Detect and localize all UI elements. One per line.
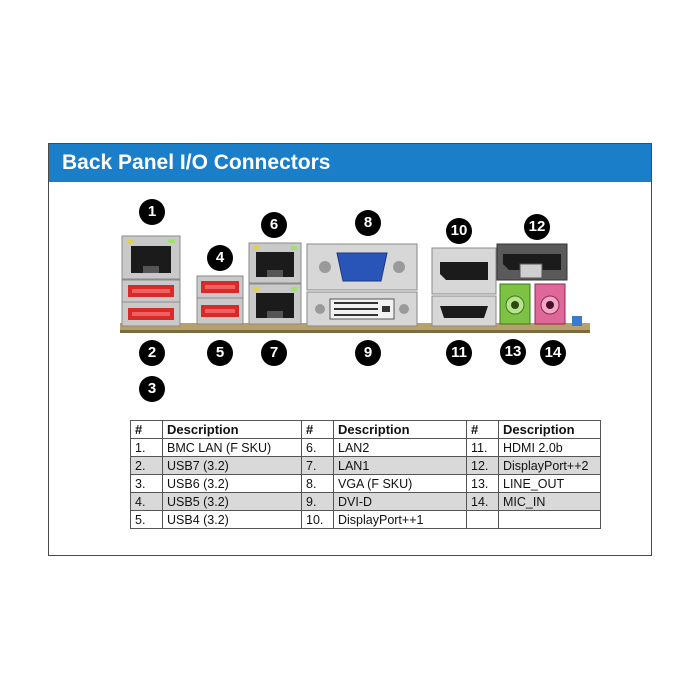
table-row: 4. USB5 (3.2) 9. DVI-D 14. MIC_IN — [130, 492, 601, 511]
usb-7-port-icon — [121, 279, 181, 303]
usb-5-port-icon — [196, 275, 244, 299]
col-description-3: Description — [498, 420, 601, 439]
table-cell: 5. — [130, 510, 163, 529]
table-cell — [498, 510, 601, 529]
badge-10: 10 — [446, 218, 472, 244]
table-cell: MIC_IN — [498, 492, 601, 511]
table-cell: LAN2 — [333, 438, 467, 457]
badge-3: 3 — [139, 376, 165, 402]
col-number-3: # — [466, 420, 499, 439]
table-header-row: # Description # Description # Descriptio… — [130, 420, 601, 439]
badge-6: 6 — [261, 212, 287, 238]
displayport-1-port-icon — [431, 247, 497, 295]
dvi-d-port-icon — [306, 291, 418, 327]
usb-6-port-icon — [121, 301, 181, 327]
table-cell: 4. — [130, 492, 163, 511]
table-row: 5. USB4 (3.2) 10. DisplayPort++1 — [130, 510, 601, 529]
badge-11: 11 — [446, 340, 472, 366]
table-cell: 3. — [130, 474, 163, 493]
table-cell: 12. — [466, 456, 499, 475]
table-row: 1. BMC LAN (F SKU) 6. LAN2 11. HDMI 2.0b — [130, 438, 601, 457]
badge-14: 14 — [540, 340, 566, 366]
table-cell: VGA (F SKU) — [333, 474, 467, 493]
lan1-port-icon — [248, 283, 302, 325]
table-cell: LINE_OUT — [498, 474, 601, 493]
table-cell: USB5 (3.2) — [162, 492, 302, 511]
badge-2: 2 — [139, 340, 165, 366]
table-cell: 14. — [466, 492, 499, 511]
badge-9: 9 — [355, 340, 381, 366]
line-out-jack-icon — [499, 283, 531, 325]
table-cell: 1. — [130, 438, 163, 457]
table-cell: 7. — [301, 456, 334, 475]
io-description-table: # Description # Description # Descriptio… — [130, 420, 601, 529]
table-cell: 9. — [301, 492, 334, 511]
badge-1: 1 — [139, 199, 165, 225]
vga-port-icon — [306, 243, 418, 291]
lan2-port-icon — [248, 242, 302, 284]
badge-7: 7 — [261, 340, 287, 366]
col-description-2: Description — [333, 420, 467, 439]
table-cell: LAN1 — [333, 456, 467, 475]
badge-12: 12 — [524, 214, 550, 240]
col-number-2: # — [301, 420, 334, 439]
table-cell: DisplayPort++1 — [333, 510, 467, 529]
table-cell: USB4 (3.2) — [162, 510, 302, 529]
table-cell: USB7 (3.2) — [162, 456, 302, 475]
displayport-2-port-icon — [496, 243, 568, 281]
badge-8: 8 — [355, 210, 381, 236]
table-cell — [466, 510, 499, 529]
table-cell: USB6 (3.2) — [162, 474, 302, 493]
panel-title: Back Panel I/O Connectors — [49, 144, 651, 182]
table-row: 2. USB7 (3.2) 7. LAN1 12. DisplayPort++2 — [130, 456, 601, 475]
badge-5: 5 — [207, 340, 233, 366]
table-cell: 6. — [301, 438, 334, 457]
table-cell: 10. — [301, 510, 334, 529]
col-description-1: Description — [162, 420, 302, 439]
table-cell: 2. — [130, 456, 163, 475]
badge-4: 4 — [207, 245, 233, 271]
table-cell: DisplayPort++2 — [498, 456, 601, 475]
table-cell: 13. — [466, 474, 499, 493]
table-cell: DVI-D — [333, 492, 467, 511]
col-number-1: # — [130, 420, 163, 439]
mic-in-jack-icon — [534, 283, 566, 325]
table-cell: HDMI 2.0b — [498, 438, 601, 457]
badge-13: 13 — [500, 339, 526, 365]
backplate-strip — [120, 323, 590, 333]
hdmi-port-icon — [431, 295, 497, 327]
table-row: 3. USB6 (3.2) 8. VGA (F SKU) 13. LINE_OU… — [130, 474, 601, 493]
usb-4-port-icon — [196, 297, 244, 325]
table-cell: BMC LAN (F SKU) — [162, 438, 302, 457]
bmc-lan-port-icon — [121, 235, 181, 280]
table-cell: 8. — [301, 474, 334, 493]
table-cell: 11. — [466, 438, 499, 457]
